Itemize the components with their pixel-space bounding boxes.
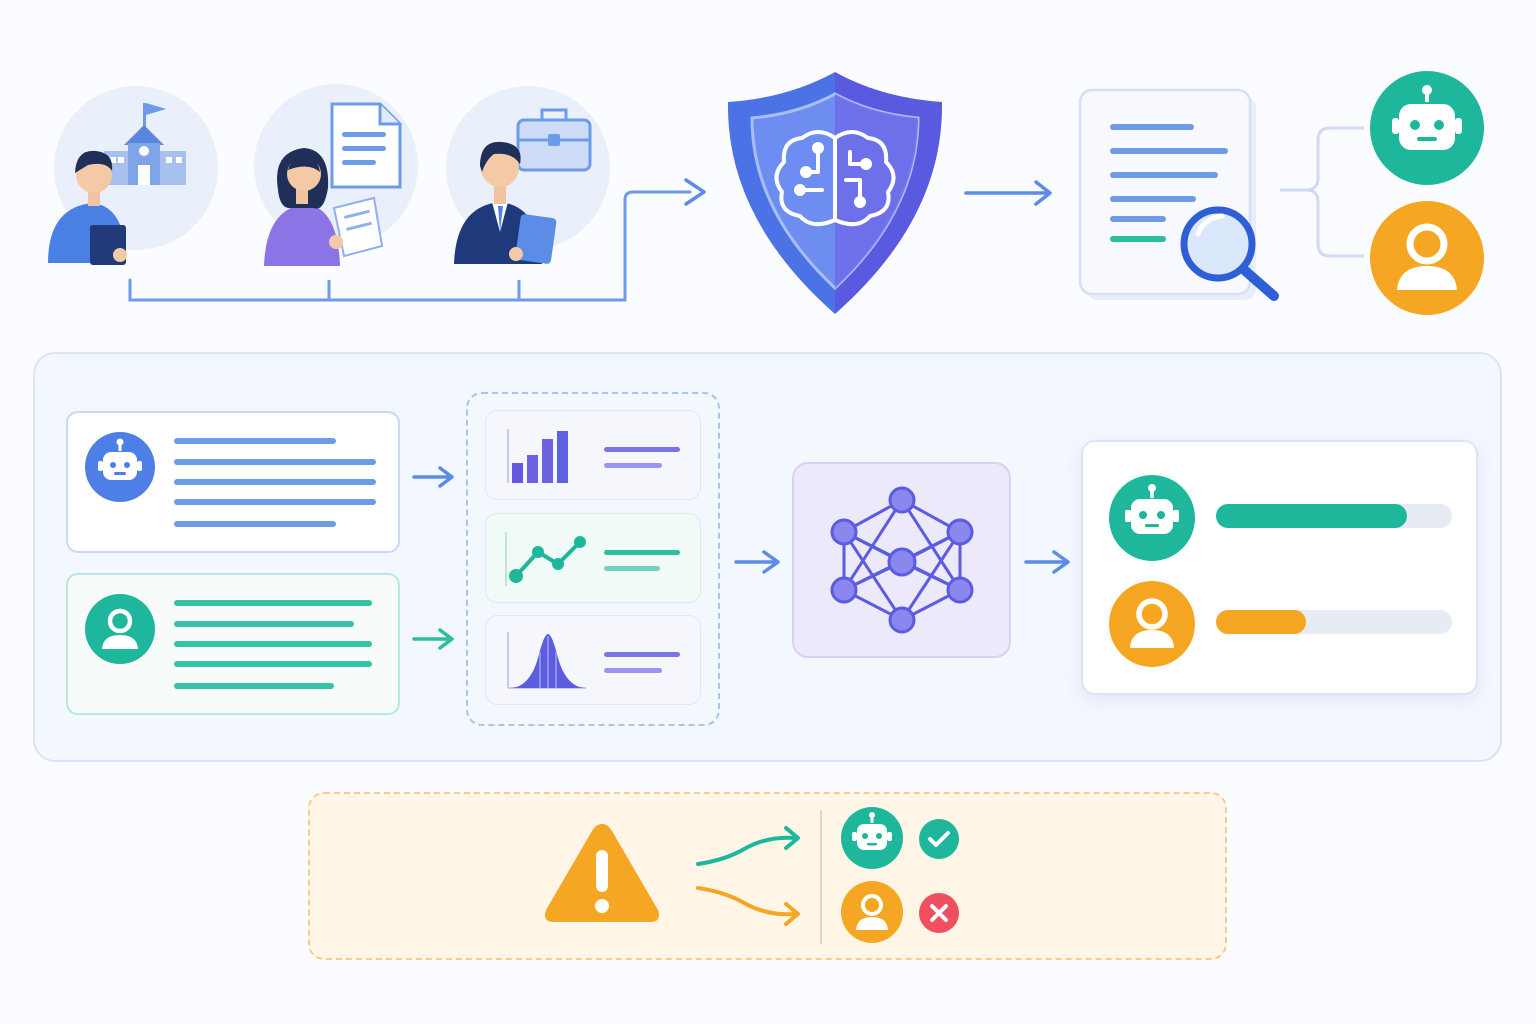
robot-avatar-icon xyxy=(85,432,155,502)
feature-line-chart xyxy=(485,513,701,603)
output-branch xyxy=(1280,126,1364,258)
student-figure xyxy=(48,150,127,265)
feature-distribution xyxy=(485,615,701,705)
document-icon xyxy=(330,102,402,189)
neural-network-model xyxy=(792,462,1011,658)
user-avatar-icon xyxy=(1109,581,1195,667)
human-score-bar xyxy=(1216,610,1452,634)
robot-avatar-icon xyxy=(1369,70,1485,186)
robot-avatar-icon xyxy=(841,807,903,869)
source-document xyxy=(252,82,422,272)
source-school xyxy=(48,85,218,270)
robot-avatar-icon xyxy=(1109,475,1195,561)
feature-bar-chart xyxy=(485,410,701,500)
check-icon xyxy=(919,819,959,859)
arrow-right-icon xyxy=(964,180,1052,206)
ai-detection-shield xyxy=(722,68,948,318)
ai-score-bar xyxy=(1216,504,1452,528)
arrow-right-icon xyxy=(412,466,454,488)
bar-chart-icon xyxy=(507,429,568,483)
warning-triangle-icon xyxy=(545,824,659,922)
businessman-figure xyxy=(454,141,557,264)
line-chart-icon xyxy=(505,532,586,586)
arrow-right-icon xyxy=(734,550,780,574)
briefcase-icon xyxy=(516,108,592,172)
brain-icon xyxy=(774,130,896,227)
document-review xyxy=(1078,88,1286,306)
classification-result-card xyxy=(1081,440,1478,695)
arrow-right-icon xyxy=(412,628,454,650)
alert-divider xyxy=(820,810,822,944)
source-business xyxy=(442,82,612,272)
feature-extraction-box xyxy=(466,392,720,726)
cross-icon xyxy=(919,893,959,933)
outcome-arrows xyxy=(696,826,800,926)
ai-text-card xyxy=(66,411,400,553)
ai-score-fill xyxy=(1216,504,1408,528)
alert-panel xyxy=(308,792,1227,960)
human-score-fill xyxy=(1216,610,1306,634)
distribution-curve-icon xyxy=(507,632,586,689)
user-avatar-icon xyxy=(85,594,155,664)
human-text-card xyxy=(66,573,400,715)
arrow-right-icon xyxy=(1024,550,1070,574)
woman-figure xyxy=(264,148,384,266)
neural-network-icon xyxy=(830,486,974,634)
user-avatar-icon xyxy=(841,881,903,943)
user-avatar-icon xyxy=(1369,200,1485,316)
magnifier-icon xyxy=(1180,206,1279,301)
source-connector xyxy=(128,178,706,302)
